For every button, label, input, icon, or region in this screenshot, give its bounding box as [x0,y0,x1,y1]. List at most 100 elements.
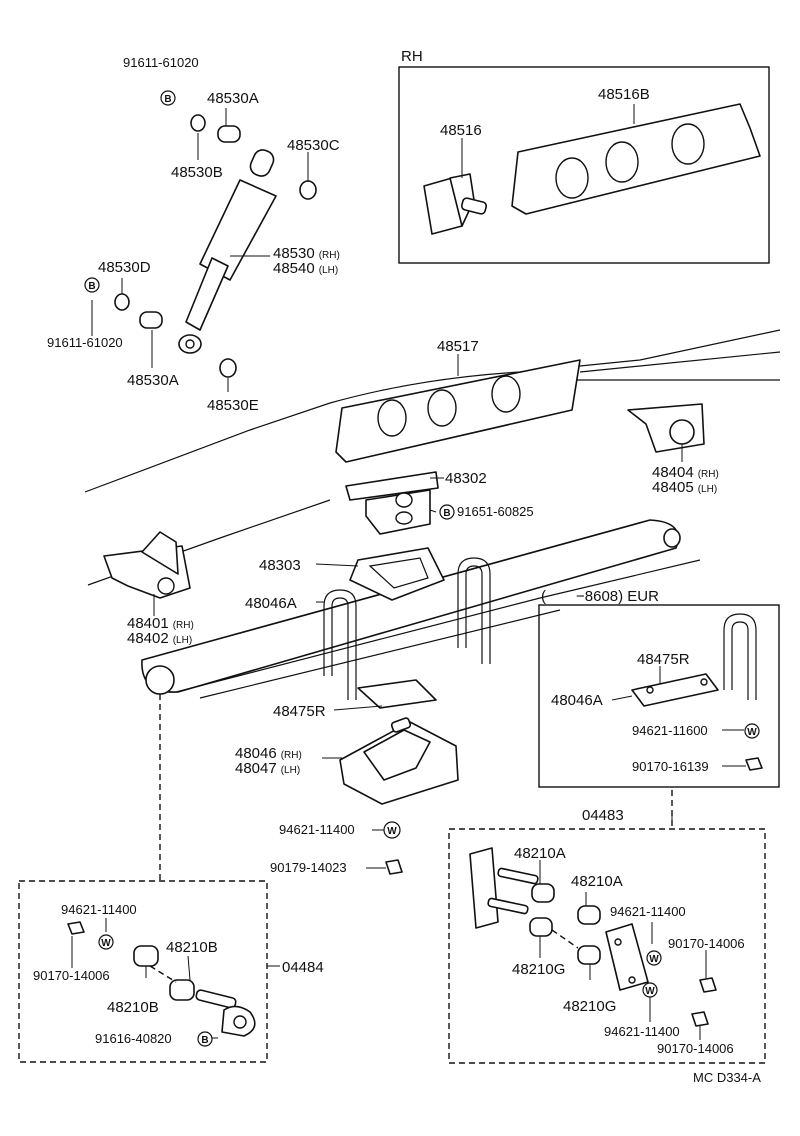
svg-text:W: W [101,938,111,949]
bushings-48210A [531,883,601,925]
leaf-spring [141,519,701,699]
label-91611-61020-top: 91611-61020 [123,55,199,70]
label-48475R: 48475R [273,703,326,720]
kit-box-04484 [18,880,268,1063]
label-48210G-2: 48210G [563,998,616,1015]
leader-lines [71,104,746,1040]
svg-text:B: B [443,508,450,519]
label-48530: 48530(RH) [273,245,340,262]
washer-symbol-94621-11600: W [744,723,760,739]
spring-bracket-48401 [103,531,191,599]
bolt-symbol-48302: B [439,504,455,520]
bolt-symbol-left: B [84,277,100,293]
label-48303: 48303 [259,557,301,574]
svg-text:B: B [88,281,95,292]
label-04483: 04483 [582,807,624,824]
label-91611-61020-bottom: 91611-61020 [47,335,123,350]
label-91616-40820: 91616-40820 [95,1031,172,1046]
shackle-pin-48210B [195,989,256,1037]
dashed-connections [149,694,673,983]
shackle-plate-04483 [469,847,539,929]
svg-text:W: W [649,954,659,965]
label-48530A-bottom: 48530A [127,372,179,389]
label-94621-11600: 94621-11600 [632,723,708,738]
svg-text:B: B [201,1035,208,1046]
label-90170-16139: 90170-16139 [632,759,709,774]
diagram-code: MC D334-A [693,1070,761,1085]
label-91651-60825: 91651-60825 [457,504,534,519]
label-48210A-2: 48210A [571,873,623,890]
washer-symbol-right-2: W [642,982,658,998]
svg-text:W: W [747,727,757,738]
spring-hanger-48404 [627,403,705,453]
nut-48530C [299,180,317,200]
bracket-48516 [423,173,488,235]
label-94621-11400-r2: 94621-11400 [604,1024,680,1039]
label-48210B-1: 48210B [166,939,218,956]
label-90170-14006-r1: 90170-14006 [668,936,745,951]
washer-symbol-94621-11400-mid: W [383,821,401,839]
label-48517: 48517 [437,338,479,355]
kit-box-04483 [448,828,766,1064]
washer-48530B [190,114,206,132]
eur-inset-box [538,604,780,788]
label-48210G-1: 48210G [512,961,565,978]
nuts-90170-14006-right [691,977,717,1027]
label-48401: 48401(RH) [127,615,194,632]
plate-48475R [357,679,437,709]
shock-absorber-48530 [178,149,277,354]
label-90179-14023: 90179-14023 [270,860,347,875]
spacer-48303 [349,547,445,601]
nut-90170-14006-left [67,921,85,935]
crossmember-48516B [511,103,761,215]
spring-seat-48046 [339,717,459,805]
label-48516B: 48516B [598,86,650,103]
label-48530E: 48530E [207,397,259,414]
svg-text:W: W [645,986,655,997]
bushing-48530A-bottom [139,311,163,329]
rh-inset-box [398,66,770,264]
label-94621-11400-mid: 94621-11400 [279,822,355,837]
crossmember-48517 [335,359,581,463]
label-94621-11400-r1: 94621-11400 [610,904,686,919]
label-48540: 48540(LH) [273,260,338,277]
label-48530B: 48530B [171,164,223,181]
label-48402: 48402(LH) [127,630,192,647]
bolt-symbol-91616-40820: B [197,1031,213,1047]
label-48405: 48405(LH) [652,479,717,496]
bushing-48210B-a [133,945,159,967]
bumper-stopper-48302 [345,471,439,535]
bushing-48530A-top [217,125,241,143]
svg-text:W: W [387,826,397,837]
label-48475R-eur: 48475R [637,651,690,668]
label-90170-14006-left: 90170-14006 [33,968,110,983]
washer-symbol-right-1: W [646,950,662,966]
u-bolt-48046A [323,557,491,700]
label-48530A-top: 48530A [207,90,259,107]
bolt-symbol-top: B [160,90,176,106]
label-48530C: 48530C [287,137,340,154]
label-eur: ( −8608) EUR [541,588,659,605]
plate-48475R-eur [631,673,719,707]
bushing-48210B-b [169,979,195,1001]
label-48046A: 48046A [245,595,297,612]
bushings-48210G [529,917,601,965]
shackle-plate-right [605,923,649,991]
label-94621-11400-left: 94621-11400 [61,902,137,917]
nut-90170-16139 [745,757,763,771]
label-48210B-2: 48210B [107,999,159,1016]
label-48530D: 48530D [98,259,151,276]
washer-symbol-left: W [98,934,114,950]
label-48302: 48302 [445,470,487,487]
label-48046: 48046(RH) [235,745,302,762]
nut-48530E [219,358,237,378]
u-bolt-48046A-eur [723,613,757,700]
label-48046A-eur: 48046A [551,692,603,709]
label-rh: RH [401,48,423,65]
label-48210A-1: 48210A [514,845,566,862]
washer-48530D [114,293,130,311]
label-48404: 48404(RH) [652,464,719,481]
label-04484: 04484 [282,959,324,976]
label-48047: 48047(LH) [235,760,300,777]
svg-text:B: B [164,94,171,105]
